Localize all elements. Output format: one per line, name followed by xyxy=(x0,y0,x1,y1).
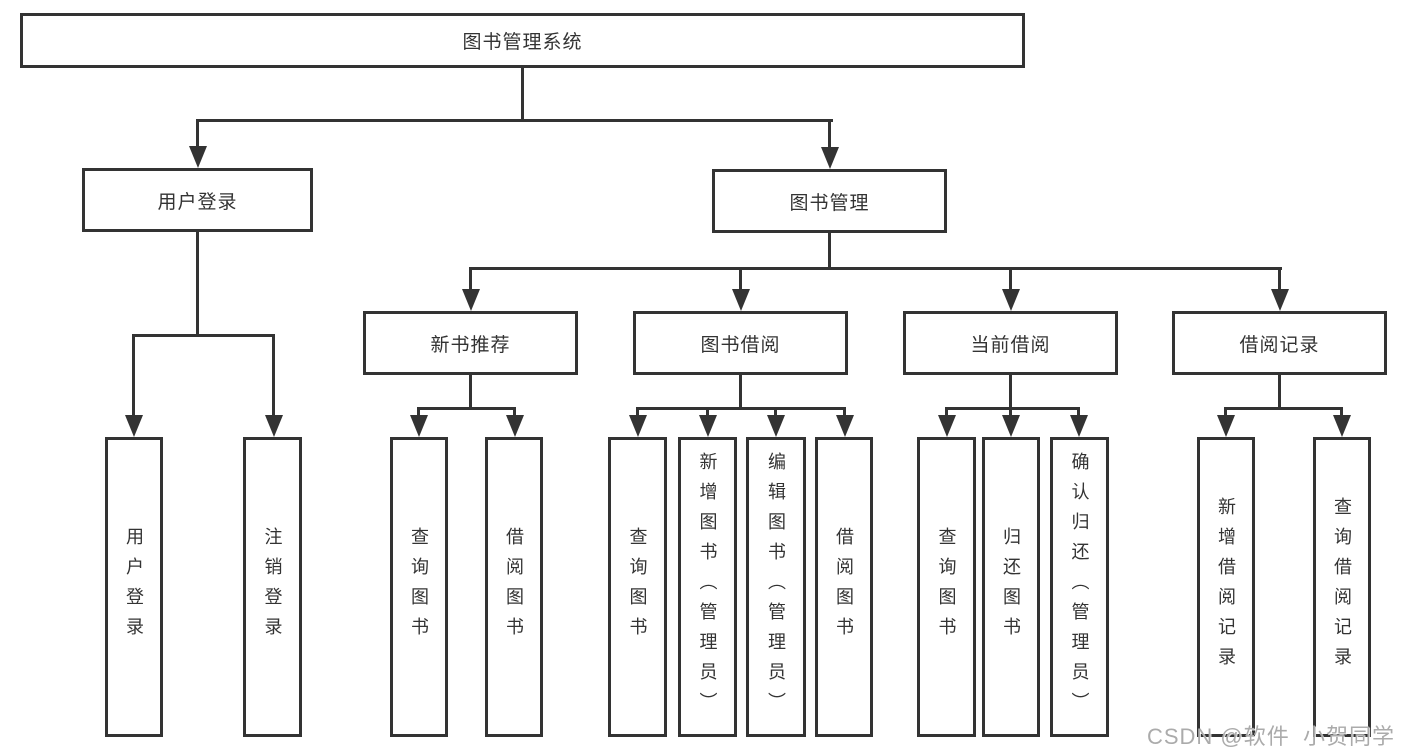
arrow-down-icon xyxy=(410,415,428,437)
connector-line xyxy=(196,119,199,147)
connector-line xyxy=(843,407,846,417)
connector-current-drop xyxy=(1009,375,1012,409)
node-leaf-return-book: 归还图书 xyxy=(982,437,1040,737)
arrow-down-icon xyxy=(1002,289,1020,311)
connector-line xyxy=(1224,407,1227,417)
node-new-book-recommend: 新书推荐 xyxy=(363,311,578,375)
connector-root-drop xyxy=(521,68,524,122)
connector-line xyxy=(469,267,472,293)
node-label: 新增图书（管理员） xyxy=(697,452,718,722)
node-label: 查询图书 xyxy=(936,527,957,647)
connector-line xyxy=(513,407,516,417)
arrow-down-icon xyxy=(629,415,647,437)
connector-line xyxy=(272,334,275,417)
connector-borrow-drop xyxy=(739,375,742,409)
node-label: 查询借阅记录 xyxy=(1332,497,1352,677)
connector-line xyxy=(1278,267,1281,293)
node-label: 确认归还（管理员） xyxy=(1069,452,1090,722)
node-label: 归还图书 xyxy=(1001,527,1021,647)
connector-level2-bar xyxy=(196,119,833,122)
node-label: 编辑图书（管理员） xyxy=(766,452,786,722)
node-label: 图书管理 xyxy=(789,192,870,214)
node-user-login: 用户登录 xyxy=(82,168,313,232)
node-leaf-edit-book-admin: 编辑图书（管理员） xyxy=(746,437,806,737)
connector-line xyxy=(1009,267,1012,293)
connector-record-bar xyxy=(1224,407,1343,410)
connector-line xyxy=(1077,407,1080,417)
arrow-down-icon xyxy=(938,415,956,437)
arrow-down-icon xyxy=(1070,415,1088,437)
arrow-down-icon xyxy=(125,415,143,437)
arrow-down-icon xyxy=(1271,289,1289,311)
arrow-down-icon xyxy=(699,415,717,437)
connector-line xyxy=(774,407,777,417)
arrow-down-icon xyxy=(821,147,839,169)
node-book-management: 图书管理 xyxy=(712,169,947,233)
node-label: 图书借阅 xyxy=(700,334,781,356)
node-leaf-query-books-newbook: 查询图书 xyxy=(390,437,448,737)
node-leaf-query-borrow-record: 查询借阅记录 xyxy=(1313,437,1371,737)
arrow-down-icon xyxy=(1217,415,1235,437)
connector-line xyxy=(739,267,742,293)
node-label: 查询图书 xyxy=(627,527,648,647)
node-label: 用户登录 xyxy=(124,527,144,647)
arrow-down-icon xyxy=(732,289,750,311)
connector-record-drop xyxy=(1278,375,1281,409)
node-leaf-borrow-books-newbook: 借阅图书 xyxy=(485,437,543,737)
node-library-management-system: 图书管理系统 xyxy=(20,13,1025,68)
node-book-borrowing: 图书借阅 xyxy=(633,311,848,375)
arrow-down-icon xyxy=(265,415,283,437)
node-label: 新书推荐 xyxy=(430,334,511,356)
connector-current-bar xyxy=(945,407,1080,410)
node-label: 查询图书 xyxy=(409,527,429,647)
node-leaf-query-books-current: 查询图书 xyxy=(917,437,976,737)
node-label: 当前借阅 xyxy=(970,334,1051,356)
connector-line xyxy=(828,119,831,147)
connector-level3-bar xyxy=(469,267,1282,270)
node-label: 借阅图书 xyxy=(504,527,524,647)
csdn-watermark: CSDN @软件_小贺同学 xyxy=(1146,724,1395,747)
arrow-down-icon xyxy=(1002,415,1020,437)
connector-newbook-bar xyxy=(417,407,516,410)
node-leaf-query-books-borrow: 查询图书 xyxy=(608,437,667,737)
connector-line xyxy=(1340,407,1343,417)
connector-line xyxy=(1009,407,1012,417)
node-label: 图书管理系统 xyxy=(462,32,583,53)
node-leaf-borrow-books-borrow: 借阅图书 xyxy=(815,437,873,737)
node-label: 注销登录 xyxy=(262,527,283,647)
connector-borrow-bar xyxy=(636,407,845,410)
connector-line xyxy=(706,407,709,417)
node-leaf-add-book-admin: 新增图书（管理员） xyxy=(678,437,737,737)
node-label: 借阅记录 xyxy=(1239,334,1320,356)
connector-newbook-drop xyxy=(469,375,472,409)
arrow-down-icon xyxy=(1333,415,1351,437)
arrow-down-icon xyxy=(767,415,785,437)
node-leaf-logout: 注销登录 xyxy=(243,437,302,737)
node-label: 借阅图书 xyxy=(834,527,854,647)
node-current-borrowing: 当前借阅 xyxy=(903,311,1118,375)
connector-line xyxy=(636,407,639,417)
connector-line xyxy=(417,407,420,417)
connector-line xyxy=(132,334,135,417)
arrow-down-icon xyxy=(189,146,207,168)
node-label: 新增借阅记录 xyxy=(1216,497,1236,677)
node-leaf-confirm-return-admin: 确认归还（管理员） xyxy=(1050,437,1109,737)
connector-mgmt-drop xyxy=(828,233,831,270)
node-leaf-user-login: 用户登录 xyxy=(105,437,163,737)
node-label: 用户登录 xyxy=(157,191,238,213)
node-borrowing-records: 借阅记录 xyxy=(1172,311,1387,375)
connector-line xyxy=(945,407,948,417)
arrow-down-icon xyxy=(462,289,480,311)
arrow-down-icon xyxy=(836,415,854,437)
connector-login-bar xyxy=(132,334,275,337)
arrow-down-icon xyxy=(506,415,524,437)
connector-login-drop xyxy=(196,232,199,337)
node-leaf-add-borrow-record: 新增借阅记录 xyxy=(1197,437,1255,737)
